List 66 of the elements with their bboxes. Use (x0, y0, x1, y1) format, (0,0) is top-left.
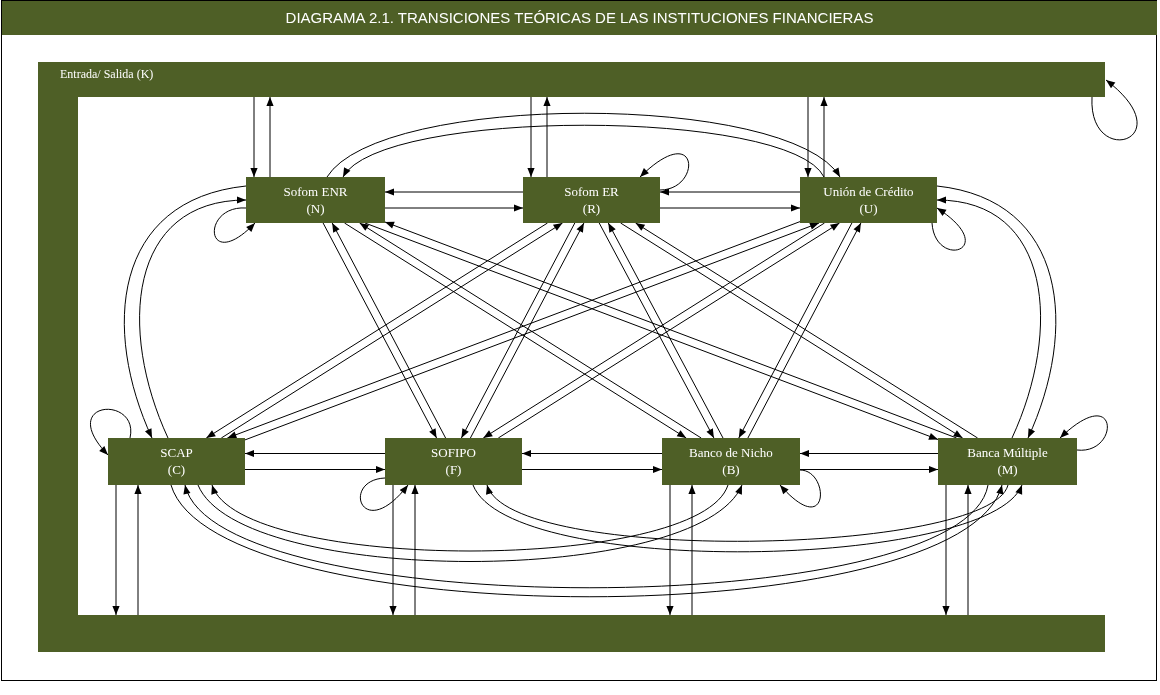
institution-box (108, 438, 245, 485)
institution-code: (U) (858, 200, 879, 217)
loop-arrow (360, 477, 409, 511)
institution-name: Sofom ENR (282, 183, 349, 200)
arrow (197, 484, 743, 562)
institution-code: (C) (166, 461, 187, 478)
arrow (799, 465, 939, 474)
institution-box (800, 177, 937, 223)
institution-code: (F) (444, 461, 463, 478)
arrow (244, 449, 386, 458)
institution-name: SOFIPO (430, 444, 477, 461)
institution-box (385, 438, 522, 485)
arrow (936, 185, 1057, 439)
institution-name: Sofom ER (563, 183, 620, 200)
institution-code: (M) (996, 461, 1019, 478)
arrow (112, 484, 120, 616)
arrow (659, 188, 801, 196)
institution-name: Banca Múltiple (966, 444, 1049, 461)
arrow (123, 185, 247, 439)
arrow (486, 484, 1009, 542)
arrow (688, 484, 696, 616)
arrow (527, 96, 535, 178)
institution-name: SCAP (159, 444, 194, 461)
arrow (936, 197, 1041, 439)
title-bar: DIAGRAMA 2.1. TRANSICIONES TEÓRICAS DE LAS INSTITUCIONES FINANCIERAS (2, 1, 1157, 35)
arrow (964, 484, 972, 616)
arrow (472, 484, 1023, 553)
loop-arrow (779, 469, 821, 508)
loop-arrow (90, 408, 132, 456)
band-label: Entrada/ Salida (K) (60, 67, 154, 82)
arrow (211, 484, 729, 552)
loop-arrow (639, 153, 690, 191)
institution-box (662, 438, 800, 485)
institution-name: Unión de Crédito (822, 183, 915, 200)
arrow (666, 484, 674, 616)
loop-arrow (1091, 79, 1138, 141)
arrow (799, 449, 939, 458)
institution-name: Banco de Nicho (688, 444, 774, 461)
institution-code: (R) (581, 200, 602, 217)
arrow (521, 449, 663, 458)
arrow (384, 188, 524, 196)
arrow (244, 465, 386, 474)
arrow (134, 484, 142, 616)
arrow (250, 96, 258, 178)
institution-code: (N) (305, 200, 326, 217)
loop-arrow (1059, 415, 1108, 451)
loop-arrow (931, 207, 966, 251)
arrow (820, 96, 828, 178)
institution-box (246, 177, 385, 223)
institution-code: (B) (721, 461, 741, 478)
arrow (389, 484, 397, 616)
arrow (521, 465, 663, 474)
arrow (659, 204, 801, 212)
entry-exit-band (38, 62, 1105, 652)
arrow (266, 96, 274, 178)
arrow (384, 204, 524, 212)
arrow (139, 197, 247, 439)
arrow (342, 124, 825, 178)
arrow (326, 112, 841, 178)
loop-arrow (214, 207, 256, 243)
arrow (942, 484, 950, 616)
institution-box (523, 177, 660, 223)
arrow (804, 96, 812, 178)
institution-box (938, 438, 1077, 485)
arrow (411, 484, 419, 616)
arrow (543, 96, 551, 178)
